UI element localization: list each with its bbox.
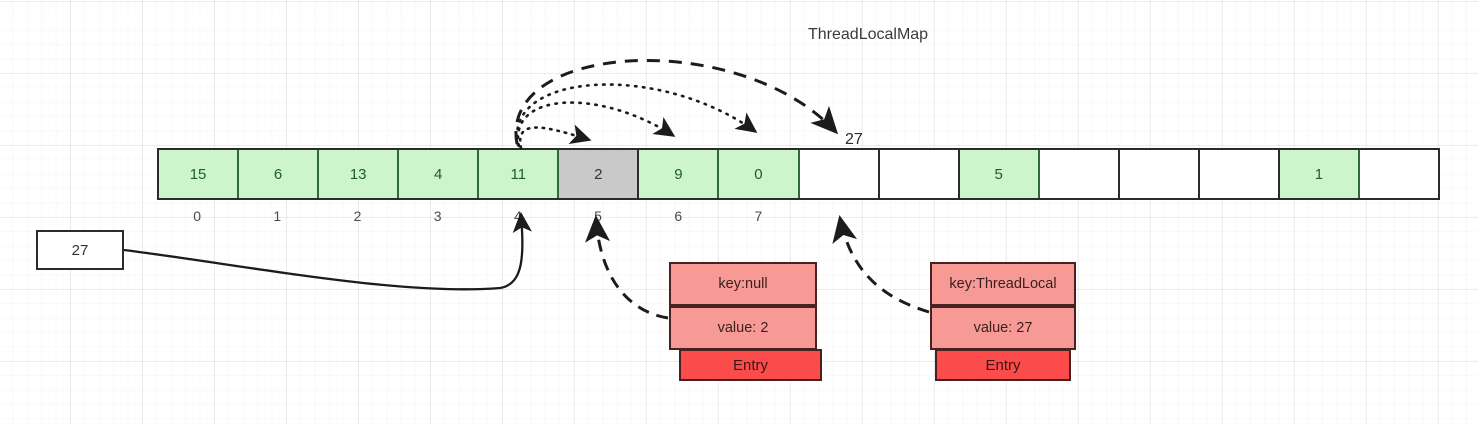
slot-value: 2 (594, 165, 603, 183)
index-label-3: 3 (433, 208, 442, 224)
index-label-4: 4 (513, 208, 522, 224)
table-slot-8[interactable] (799, 150, 880, 198)
table-slot-6[interactable]: 9 (639, 150, 720, 198)
page-title: ThreadLocalMap (808, 26, 929, 43)
slot-value: 5 (994, 165, 1003, 183)
index-label-11 (1039, 208, 1119, 230)
index-label-9 (879, 208, 959, 230)
table-slot-13[interactable] (1199, 150, 1280, 198)
index-label-5: 5 (594, 208, 602, 224)
slot-value: 1 (1314, 165, 1324, 183)
index-label-0: 0 (193, 208, 201, 224)
table-slot-9[interactable] (879, 150, 960, 198)
wire-entry-new-to-slot8 (832, 215, 930, 314)
entry-value-field: value: 27 (930, 306, 1076, 350)
table-slot-12[interactable] (1119, 150, 1200, 198)
wire-probe-4-to-5 (518, 124, 592, 150)
index-label-13 (1199, 208, 1279, 230)
table-slot-11[interactable] (1039, 150, 1120, 198)
entry-node-new[interactable]: key:ThreadLocal value: 27 Entry (930, 262, 1076, 381)
probe-result-label: 27 (845, 131, 863, 148)
entry-key-field: key:null (669, 262, 817, 306)
index-label-2: 2 (353, 208, 362, 224)
table-slot-3[interactable]: 4 (399, 150, 480, 198)
input-value: 27 (71, 241, 89, 259)
slot-value: 13 (349, 165, 367, 183)
wire-entry-stale-to-slot5 (584, 215, 669, 320)
slot-value: 15 (189, 165, 207, 183)
table-slot-2[interactable]: 13 (319, 150, 400, 198)
index-label-15 (1360, 208, 1440, 230)
slot-index-labels: 0 1 2 3 4 5 6 7 (157, 208, 1440, 230)
table-slot-15[interactable] (1359, 150, 1438, 198)
index-label-1: 1 (273, 208, 282, 224)
entry-type-label: Entry (935, 349, 1071, 381)
table-slot-0[interactable]: 15 (159, 150, 240, 198)
table-slot-4[interactable]: 11 (479, 150, 560, 198)
wire-probe-4-to-8 (514, 58, 839, 145)
slot-value: 0 (754, 165, 763, 183)
entry-type-label: Entry (679, 349, 822, 381)
entry-key-field: key:ThreadLocal (930, 262, 1076, 306)
entry-value-field: value: 2 (669, 306, 817, 350)
table-slot-7[interactable]: 0 (719, 150, 800, 198)
index-label-12 (1119, 208, 1199, 230)
table-slot-1[interactable]: 6 (239, 150, 320, 198)
table-slot-10[interactable]: 5 (959, 150, 1040, 198)
slot-value: 6 (273, 165, 283, 183)
hash-table-array: 15 6 13 4 11 2 9 0 5 1 (157, 148, 1440, 200)
slot-value: 4 (434, 165, 443, 183)
wire-probe-4-to-7 (515, 83, 758, 147)
index-label-6: 6 (674, 208, 683, 224)
slot-value: 11 (510, 165, 527, 183)
index-label-7: 7 (754, 208, 763, 224)
table-slot-14[interactable]: 1 (1279, 150, 1360, 198)
table-slot-5[interactable]: 2 (559, 150, 640, 198)
input-value-box[interactable]: 27 (36, 230, 124, 270)
index-label-10 (959, 208, 1039, 230)
wire-probe-4-to-6 (516, 101, 676, 148)
index-label-8 (799, 208, 879, 230)
slot-value: 9 (674, 165, 683, 183)
entry-node-stale[interactable]: key:null value: 2 Entry (669, 262, 822, 381)
index-label-14 (1280, 208, 1360, 230)
